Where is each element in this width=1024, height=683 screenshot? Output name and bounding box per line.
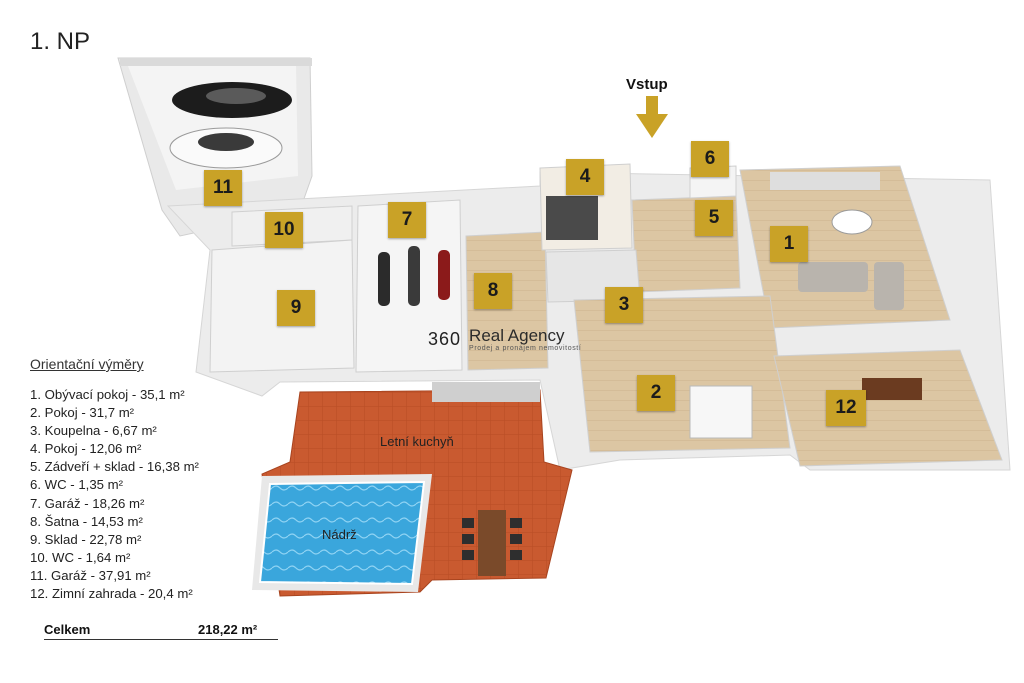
room-badge-2: 2 xyxy=(637,375,675,411)
legend-item: 4. Pokoj - 12,06 m² xyxy=(30,441,142,457)
logo-tagline: Prodej a pronájem nemovitostí xyxy=(469,345,582,352)
room-badge-6: 6 xyxy=(691,141,729,177)
legend-item: 11. Garáž - 37,91 m² xyxy=(30,567,151,583)
room-11-garage xyxy=(117,57,313,237)
total-label: Celkem xyxy=(44,622,91,637)
logo-number: 360 xyxy=(428,329,462,349)
room-badge-10: 10 xyxy=(265,212,303,248)
legend-item: 7. Garáž - 18,26 m² xyxy=(30,495,145,511)
watermark-logo: 360 Real Agency Prodej a pronájem nemovi… xyxy=(428,326,582,353)
room-badge-7: 7 xyxy=(388,202,426,238)
room-badge-8: 8 xyxy=(474,273,512,309)
room-badge-5: 5 xyxy=(695,200,733,236)
legend-item: 10. WC - 1,64 m² xyxy=(30,549,131,565)
room-badge-3: 3 xyxy=(605,287,643,323)
motorcycles xyxy=(378,246,450,306)
legend-item: 5. Zádveří + sklad - 16,38 m² xyxy=(30,459,199,475)
total-value: 218,22 m² xyxy=(198,622,258,637)
pool-label: Nádrž xyxy=(322,527,357,542)
legend-item: 1. Obývací pokoj - 35,1 m² xyxy=(30,387,185,402)
car-dark xyxy=(172,82,292,118)
room-badge-1: 1 xyxy=(770,226,808,262)
legend-item: 3. Koupelna - 6,67 m² xyxy=(30,423,157,439)
room-badge-4: 4 xyxy=(566,159,604,195)
room-badge-9: 9 xyxy=(277,290,315,326)
legend-item: 2. Pokoj - 31,7 m² xyxy=(30,405,135,421)
room-badge-12: 12 xyxy=(826,390,866,426)
entrance-label: Vstup xyxy=(626,76,668,93)
legend-heading: Orientační výměry xyxy=(30,356,144,372)
logo-brand: Real Agency xyxy=(469,326,565,345)
legend-item: 9. Sklad - 22,78 m² xyxy=(30,531,142,547)
entrance-arrow xyxy=(636,96,668,138)
room-badge-11: 11 xyxy=(204,170,242,206)
legend-list: 1. Obývací pokoj - 35,1 m² 2. Pokoj - 31… xyxy=(30,386,199,603)
summer-kitchen-label: Letní kuchyň xyxy=(380,434,454,449)
living-furniture xyxy=(770,172,904,310)
car-white xyxy=(169,127,283,169)
legend-total: Celkem 218,22 m² xyxy=(44,622,278,640)
legend-item: 8. Šatna - 14,53 m² xyxy=(30,513,143,529)
legend-item: 12. Zimní zahrada - 20,4 m² xyxy=(30,586,193,602)
legend-item: 6. WC - 1,35 m² xyxy=(30,477,124,493)
page-title: 1. NP xyxy=(30,28,91,55)
